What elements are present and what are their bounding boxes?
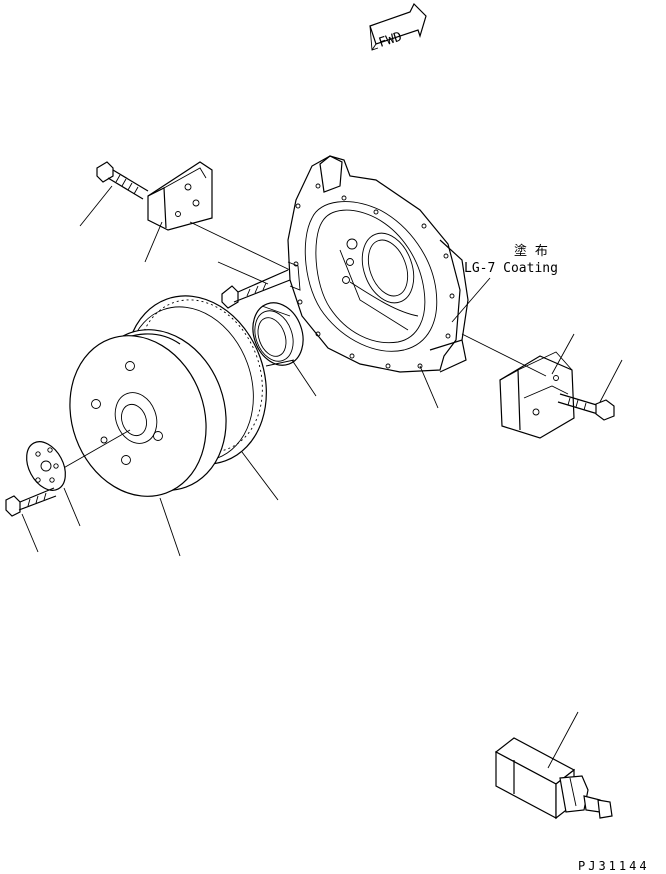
leader-bracket-right — [551, 333, 575, 375]
fwd-arrow: FWD — [369, 2, 427, 51]
plate — [26, 441, 66, 491]
leader-plate — [63, 487, 81, 527]
bolt-right — [557, 393, 615, 421]
assembly-line-flywheel — [59, 429, 131, 471]
leader-flywheel-housing — [419, 365, 439, 409]
bolt-top-left — [96, 161, 149, 200]
assembly-line-bracket-right — [461, 333, 547, 377]
leader-coating — [451, 277, 491, 323]
leader-flywheel — [159, 497, 181, 557]
flywheel-housing — [287, 155, 469, 373]
coating-label-en: LG-7 Coating — [464, 261, 558, 276]
leader-bolt-middle — [217, 261, 269, 285]
bracket-right — [499, 351, 575, 439]
leader-tool — [547, 711, 579, 769]
flywheel — [69, 329, 227, 497]
leader-bracket-left — [144, 221, 163, 263]
drawing-number: PJ31144 — [578, 859, 650, 873]
bracket-left — [147, 161, 213, 231]
bolt-bottom-left — [5, 487, 57, 517]
bolt-middle — [221, 269, 291, 309]
leader-bolt-top-left — [79, 185, 113, 227]
tool — [494, 737, 613, 820]
leader-bolt-right — [599, 359, 623, 403]
coating-label-jp: 塗 布 — [514, 243, 548, 259]
oil-seal — [252, 302, 304, 367]
leader-bolt-bottom-left — [21, 513, 39, 553]
leader-ring-gear — [241, 451, 279, 501]
leader-oil-seal — [291, 359, 317, 397]
assembly-line-bracket-left — [189, 221, 291, 271]
fwd-arrow-label: FWD — [377, 29, 404, 51]
